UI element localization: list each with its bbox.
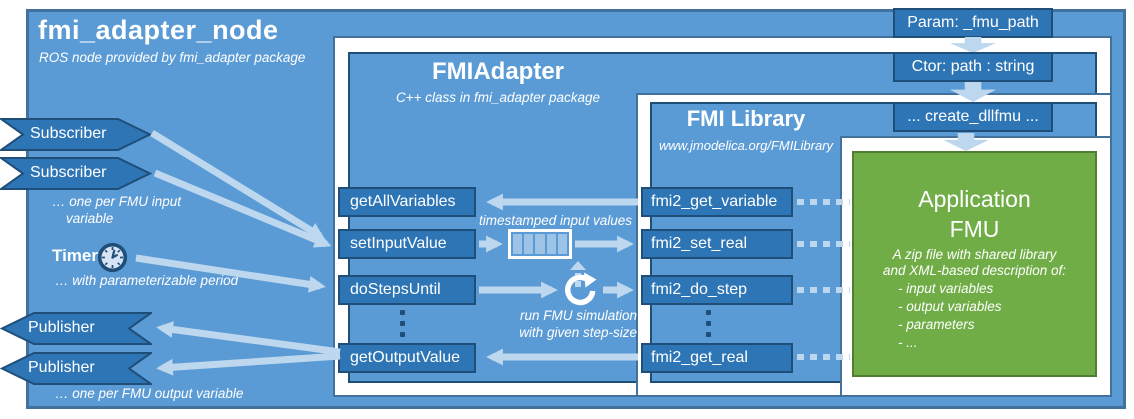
subscriber-caption-line1: … one per FMU input [52,194,182,209]
publisher-label: Publisher [28,359,95,376]
fmilibrary-subtitle: www.jmodelica.org/FMILibrary [658,138,834,153]
fmu-item: - output variables [898,299,1002,314]
method-box-getoutputvalue: getOutputValue [338,343,476,373]
dotted-connector-dot [575,281,581,287]
fmiadapter-subtitle: C++ class in fmi_adapter package [395,90,601,105]
fn-box-fmi2-set-real: fmi2_set_real [641,229,793,259]
sim-annotation-line1: run FMU simulation [519,308,637,323]
chevron-left-icon [0,312,152,345]
publisher-label: Publisher [28,319,95,336]
clock-icon [97,242,128,273]
fmu-desc-line1: A zip file with shared library [892,247,1057,262]
publisher-caption: … one per FMU output variable [55,386,244,401]
subscriber-shape-1: Subscriber [0,118,152,151]
vertical-ellipsis-dots [400,310,405,337]
node-title: fmi_adapter_node [38,15,279,45]
node-subtitle: ROS node provided by fmi_adapter package [39,50,306,65]
queue-annotation: timestamped input values [478,213,633,228]
subscriber-label: Subscriber [30,125,107,142]
method-box-dostepsuntil: doStepsUntil [338,275,476,305]
input-queue-icon [508,229,572,259]
fmu-title-line2: FMU [949,216,1000,242]
chevron-right-icon [0,157,152,190]
create-dllfmu-box: ... create_dllfmu ... [893,102,1053,132]
fmu-title-line1: Application [918,186,1031,212]
chevron-right-icon [0,118,152,151]
fmu-desc-line2: and XML-based description of: [882,263,1067,278]
application-fmu-box [852,151,1097,377]
subscriber-label: Subscriber [30,164,107,181]
fn-box-fmi2-do-step: fmi2_do_step [641,275,793,305]
chevron-left-icon [0,352,152,385]
refresh-loop-icon [565,272,597,306]
fmilibrary-title: FMI Library [686,106,806,131]
timer-label: Timer [52,246,98,265]
fn-box-fmi2-get-variable: fmi2_get_variable [641,187,793,217]
publisher-shape-2: Publisher [0,352,152,385]
fmu-item: - input variables [898,281,994,296]
method-box-getallvariables: getAllVariables [338,187,476,217]
method-box-setinputvalue: setInputValue [338,229,476,259]
fmiadapter-title: FMIAdapter [432,58,564,85]
fmu-item: - ... [898,335,918,350]
param-box: Param: _fmu_path [893,8,1053,38]
timer-caption: … with parameterizable period [55,273,239,288]
ctor-box: Ctor: path : string [893,52,1053,82]
sim-annotation-line2: with given step-size [519,325,637,340]
subscriber-caption-line2: variable [66,211,114,226]
fn-box-fmi2-get-real: fmi2_get_real [641,343,793,373]
publisher-shape-1: Publisher [0,312,152,345]
fmu-item: - parameters [898,317,975,332]
vertical-ellipsis-dots [706,310,711,337]
dotted-up-arrowhead-icon [570,261,586,270]
subscriber-shape-2: Subscriber [0,157,152,190]
